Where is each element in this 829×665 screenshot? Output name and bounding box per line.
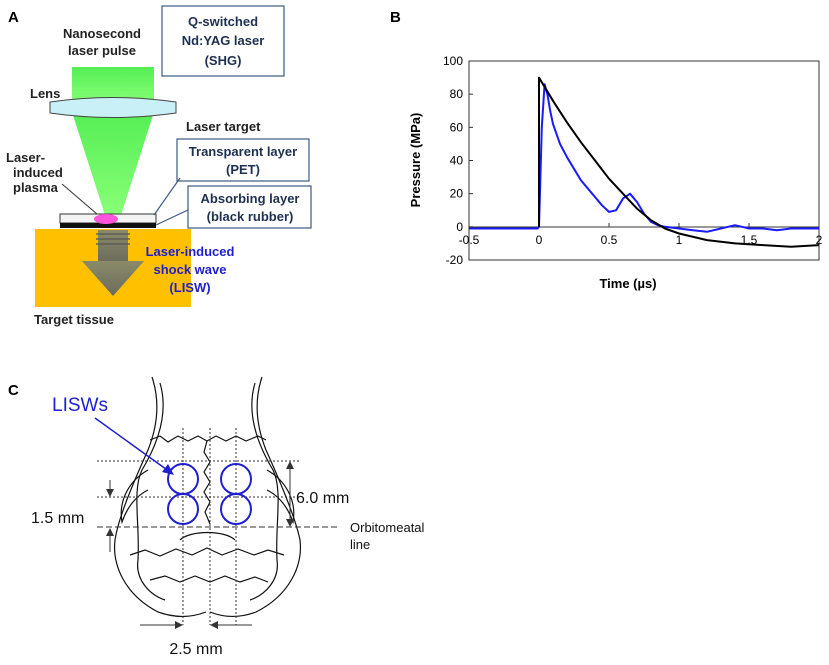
orbitomeatal-label-line2: line [350,537,370,552]
absorbing-box-line2: (black rubber) [207,209,294,224]
dim-1-5mm-label: 1.5 mm [31,510,84,527]
panel-a-letter: A [8,9,19,26]
panel-c-letter: C [8,382,19,399]
plasma-spot [94,214,118,224]
plasma-label-line1: Laser- [6,150,45,165]
lisw-label-line1: Laser-induced [146,244,235,259]
y-tick-label: 40 [450,154,464,168]
lens-label: Lens [30,86,60,101]
y-tick-labels: -20 0 20 40 60 80 100 [443,54,473,267]
lisw-label-line3: (LISW) [169,280,210,295]
transparent-layer-box [176,138,310,182]
dim-6mm-arrow-top [286,461,294,469]
absorbing-layer-box [187,185,312,229]
lisw-circles [167,463,252,525]
pulse-label-line2: laser pulse [68,43,136,58]
x-tick-label: -0.5 [459,233,480,247]
laser-box-line1: Q-switched [188,14,258,29]
dim-1-5mm-arrow-top [106,489,114,497]
tissue-label: Target tissue [34,312,114,327]
orbitomeatal-label-line1: Orbitomeatal [350,520,425,535]
midline-jagged [203,440,211,525]
dim-6mm-label: 6.0 mm [296,490,349,507]
laser-beam-focus [72,112,154,215]
lisw-label-line2: shock wave [154,262,227,277]
target-label: Laser target [186,119,261,134]
y-tick-label: 100 [443,54,463,68]
laser-box-line3: (SHG) [205,53,242,68]
pulse-label-line1: Nanosecond [63,26,141,41]
plot-frame [468,60,820,261]
right-ear [266,469,295,525]
orbit-right [249,382,279,601]
absorbing-layer [60,223,156,228]
connector-absorbing [155,209,189,226]
plasma-label-line2: induced [13,165,63,180]
x-tick-label: 2 [816,233,823,247]
y-tick-label: 60 [450,120,464,134]
x-tick-label: 0 [536,233,543,247]
lisws-label: LISWs [52,395,108,416]
lisws-pointer-head [162,464,174,475]
transparent-box-line2: (PET) [226,162,260,177]
dim-2-5mm-arrow-right [210,621,218,629]
x-tick-label: 0.5 [601,233,618,247]
dim-2-5mm-arrow-left [175,621,183,629]
base-jagged-line [149,575,269,583]
lisws-pointer [94,417,171,473]
absorbing-box-line1: Absorbing layer [201,191,300,206]
series-line-model [538,76,820,248]
guide-lines [97,428,300,625]
panel-a: A Nanosecond laser pulse Q-switched Nd:Y… [6,5,312,327]
lower-jagged-line [129,547,285,557]
chart-series [469,76,820,248]
dim-6mm-arrow-bottom [286,519,294,527]
shock-arrow-shaft [98,230,128,262]
dim-1-5mm-arrow-bottom [106,528,114,536]
y-axis-label: Pressure (MPa) [408,113,423,208]
x-axis-label: Time (µs) [599,276,656,291]
connector-transparent [153,177,181,216]
transparent-box-line1: Transparent layer [189,144,297,159]
shock-arrow-head [82,261,144,296]
lisw-circle-right-lower [220,493,252,525]
laser-box [161,5,285,77]
connector-plasma [61,183,98,215]
panel-c: C L [8,376,425,658]
skull-right-edge [209,376,302,618]
skull-left-edge [113,376,207,618]
laser-box-line2: Nd:YAG laser [182,33,265,48]
panel-b-letter: B [390,9,401,26]
y-tick-label: 80 [450,87,464,101]
skull-outline [113,376,302,618]
y-tick-label: -20 [446,253,464,267]
orbit-left [136,382,166,601]
central-bump [179,531,236,541]
plasma-label-line3: plasma [13,180,59,195]
lens-shape [49,97,177,118]
lisw-circle-left-lower [167,493,199,525]
left-ear [120,469,149,525]
y-tick-label: 20 [450,187,464,201]
upper-jagged-line [149,435,267,443]
dim-2-5mm-label: 2.5 mm [169,641,222,658]
x-tick-label: 1 [676,233,683,247]
series-line-measured [469,83,819,233]
y-tick-label: 0 [456,220,463,234]
